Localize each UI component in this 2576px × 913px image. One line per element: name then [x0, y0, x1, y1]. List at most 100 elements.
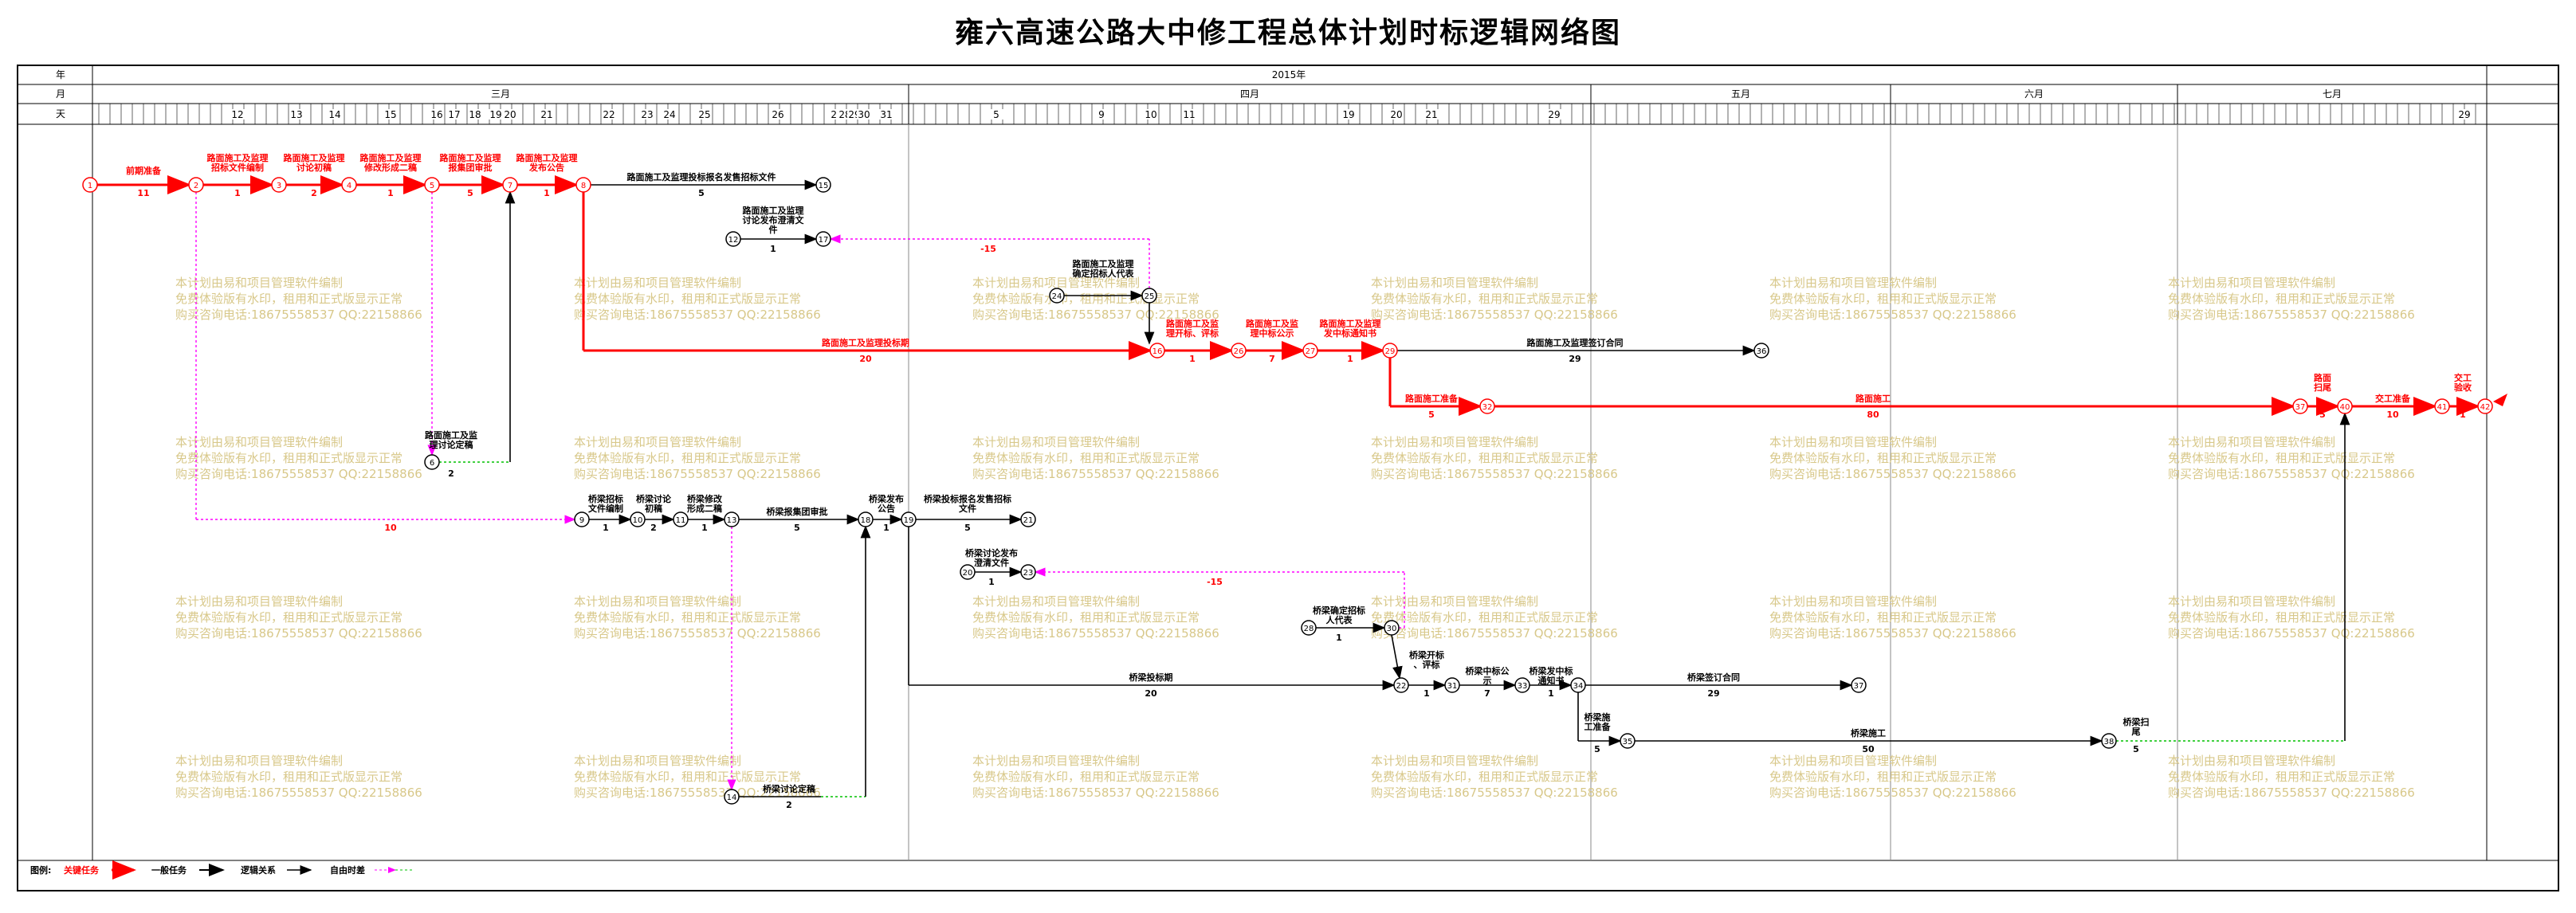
node-number: 35: [1623, 738, 1633, 746]
task-name: 件: [769, 224, 778, 235]
day-label: 26: [772, 109, 783, 120]
task-name: 桥梁签订合同: [1687, 672, 1740, 683]
day-label: 29: [1548, 109, 1560, 120]
task-duration: 5: [467, 188, 473, 198]
task-name: 路面施工及监: [1246, 318, 1298, 329]
node-number: 6: [430, 459, 434, 468]
node-circle: [575, 177, 591, 193]
watermark-text: 购买咨询电话:18675558537 QQ:22158866: [1769, 467, 2016, 481]
node-circle: [1302, 343, 1318, 359]
watermark-text: 购买咨询电话:18675558537 QQ:22158866: [2168, 308, 2415, 322]
task-duration: 20: [1145, 688, 1157, 699]
watermark-text: 本计划由易和项目管理软件编制: [574, 594, 741, 609]
node-circle: [725, 231, 741, 247]
task-name: 通知书: [1538, 675, 1565, 686]
node-number: 17: [819, 236, 829, 245]
node-circle: [724, 511, 740, 527]
task-duration: 1: [701, 523, 708, 533]
watermark-text: 购买咨询电话:18675558537 QQ:22158866: [972, 626, 1219, 641]
watermark-text: 免费体验版有水印，租用和正式版显示正常: [175, 451, 402, 465]
task-name: 交工: [2454, 372, 2472, 383]
watermark-text: 本计划由易和项目管理软件编制: [1769, 754, 1937, 768]
task-name: 工准备: [1584, 721, 1612, 732]
task-duration: 2: [311, 188, 317, 198]
node-number: 23: [1023, 569, 1034, 578]
row-label-month: 月: [56, 88, 65, 100]
task-duration: 10: [2386, 409, 2399, 420]
watermark-text: 购买咨询电话:18675558537 QQ:22158866: [1769, 786, 2016, 800]
task-name: 路面施工及监: [1166, 318, 1219, 329]
node-circle: [815, 177, 831, 193]
node-number: 37: [2295, 403, 2306, 412]
task-duration: 2: [448, 468, 454, 479]
node-circle: [82, 177, 98, 193]
day-label: 21: [540, 109, 552, 120]
task-name: 发中标通知书: [1323, 327, 1376, 339]
node-circle: [271, 177, 287, 193]
watermark-text: 本计划由易和项目管理软件编制: [1371, 754, 1538, 768]
watermark-text: 购买咨询电话:18675558537 QQ:22158866: [972, 308, 1219, 322]
task-duration: 5: [2319, 409, 2326, 420]
legend-critical: 关键任务: [64, 864, 100, 876]
task-name: 桥梁讨论发布: [965, 547, 1018, 558]
task-name: 桥梁发中标: [1530, 665, 1573, 676]
node-circle: [901, 511, 917, 527]
watermark-text: 购买咨询电话:18675558537 QQ:22158866: [1769, 626, 2016, 641]
day-label: 22: [603, 109, 615, 120]
day-label: 16: [430, 109, 442, 120]
task-name: 路面施工及监理签订合同: [1527, 337, 1624, 348]
node-circle: [1753, 343, 1769, 359]
node-number: 8: [581, 182, 586, 190]
task-name: 前期准备: [126, 165, 162, 176]
watermark-text: 免费体验版有水印，租用和正式版显示正常: [1769, 610, 1997, 625]
watermark-text: 购买咨询电话:18675558537 QQ:22158866: [2168, 467, 2415, 481]
node-number: 25: [1145, 292, 1155, 301]
task-name: 路面施工及监理: [1073, 258, 1134, 269]
task-duration: 11: [137, 188, 149, 198]
watermark-text: 本计划由易和项目管理软件编制: [2168, 435, 2335, 449]
watermark-text: 本计划由易和项目管理软件编制: [574, 276, 741, 290]
node-number: 24: [1052, 292, 1062, 301]
task-name: 桥梁开标: [1409, 649, 1444, 660]
row-label-year: 年: [56, 69, 65, 80]
task-duration: 1: [2460, 409, 2466, 420]
day-label: 5: [993, 109, 999, 120]
node-circle: [1384, 620, 1400, 636]
node-circle: [341, 177, 357, 193]
watermark-text: 免费体验版有水印，租用和正式版显示正常: [2168, 610, 2395, 625]
task-duration: 1: [1548, 688, 1554, 699]
day-label: 23: [641, 109, 653, 120]
task-name: 桥梁讨论定稿: [763, 783, 815, 794]
task-name: 确定招标人代表: [1073, 268, 1135, 279]
watermark-text: 免费体验版有水印，租用和正式版显示正常: [574, 292, 801, 306]
watermark-text: 本计划由易和项目管理软件编制: [972, 276, 1140, 290]
month-label: 七月: [2323, 88, 2342, 100]
node-number: 34: [1573, 682, 1584, 691]
watermark-text: 购买咨询电话:18675558537 QQ:22158866: [1371, 786, 1618, 800]
watermark-text: 免费体验版有水印，租用和正式版显示正常: [2168, 770, 2395, 784]
task-name: 路面施工及监理: [743, 205, 804, 216]
month-label: 三月: [491, 88, 510, 100]
month-label: 六月: [2024, 88, 2044, 100]
node-circle: [424, 177, 440, 193]
node-number: 3: [277, 182, 281, 190]
watermark-text: 免费体验版有水印，租用和正式版显示正常: [1769, 770, 1997, 784]
day-label: 13: [290, 109, 302, 120]
node-number: 42: [2480, 403, 2491, 412]
month-label: 四月: [1240, 88, 1259, 100]
legend: 图例: 关键任务 一般任务 逻辑关系 自由时差: [30, 860, 414, 880]
node-number: 38: [2104, 738, 2115, 746]
task-duration: 29: [1569, 354, 1581, 364]
watermark-text: 购买咨询电话:18675558537 QQ:22158866: [574, 626, 821, 641]
watermark-text: 购买咨询电话:18675558537 QQ:22158866: [1371, 626, 1618, 641]
node-number: 31: [1447, 682, 1458, 691]
legend-logic: 逻辑关系: [241, 864, 276, 876]
node-number: 20: [963, 569, 973, 578]
node-circle: [1382, 343, 1398, 359]
watermark-text: 免费体验版有水印，租用和正式版显示正常: [175, 610, 402, 625]
task-name: 路面施工及监理: [440, 152, 501, 163]
task-duration: 80: [1867, 409, 1879, 420]
node-circle: [1620, 733, 1636, 749]
task-name: 桥梁修改: [687, 493, 723, 504]
task-duration: 1: [988, 577, 995, 587]
